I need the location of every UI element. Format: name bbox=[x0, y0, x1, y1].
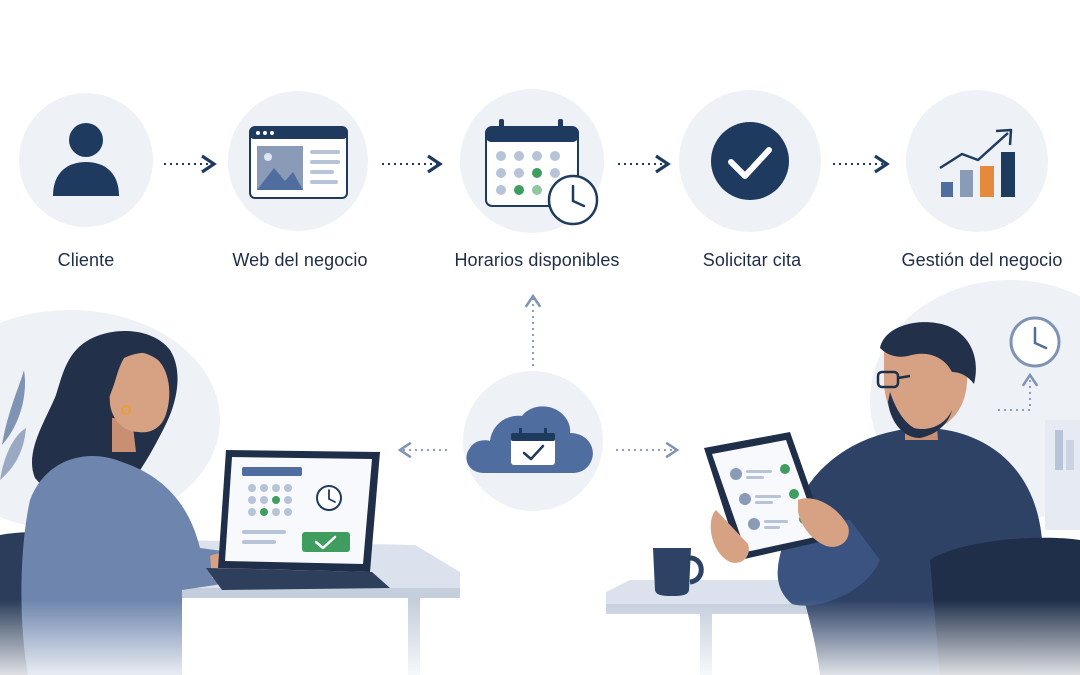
flow-arrows bbox=[164, 154, 1039, 459]
person-icon bbox=[53, 123, 119, 196]
step-circle-solicitar bbox=[679, 90, 821, 232]
browser-window-icon bbox=[249, 126, 348, 199]
growth-chart-icon bbox=[939, 128, 1015, 197]
step-circle-gestion bbox=[906, 90, 1048, 232]
laptop bbox=[206, 450, 390, 590]
step-label-horarios: Horarios disponibles bbox=[454, 250, 620, 270]
arrow-connector bbox=[998, 372, 1039, 411]
coffee-mug bbox=[653, 548, 704, 596]
step-label-web: Web del negocio bbox=[232, 250, 368, 270]
step-label-cliente: Cliente bbox=[57, 250, 115, 270]
step-circle-horarios bbox=[460, 89, 604, 233]
step-circle-web bbox=[228, 91, 368, 231]
step-label-solicitar: Solicitar cita bbox=[702, 250, 802, 270]
calendar-clock-icon bbox=[485, 119, 599, 226]
step-circle-cliente bbox=[19, 93, 153, 227]
cloud-calendar-icon bbox=[466, 406, 593, 473]
step-label-gestion: Gestión del negocio bbox=[901, 250, 1063, 270]
plant-decoration bbox=[0, 370, 26, 480]
checkmark-icon bbox=[711, 122, 789, 200]
wall-clock-icon bbox=[1009, 316, 1061, 368]
cloud-hub bbox=[463, 371, 603, 511]
shelf-decoration bbox=[1045, 420, 1080, 530]
bottom-fade bbox=[0, 600, 1080, 675]
tablet bbox=[704, 432, 849, 563]
